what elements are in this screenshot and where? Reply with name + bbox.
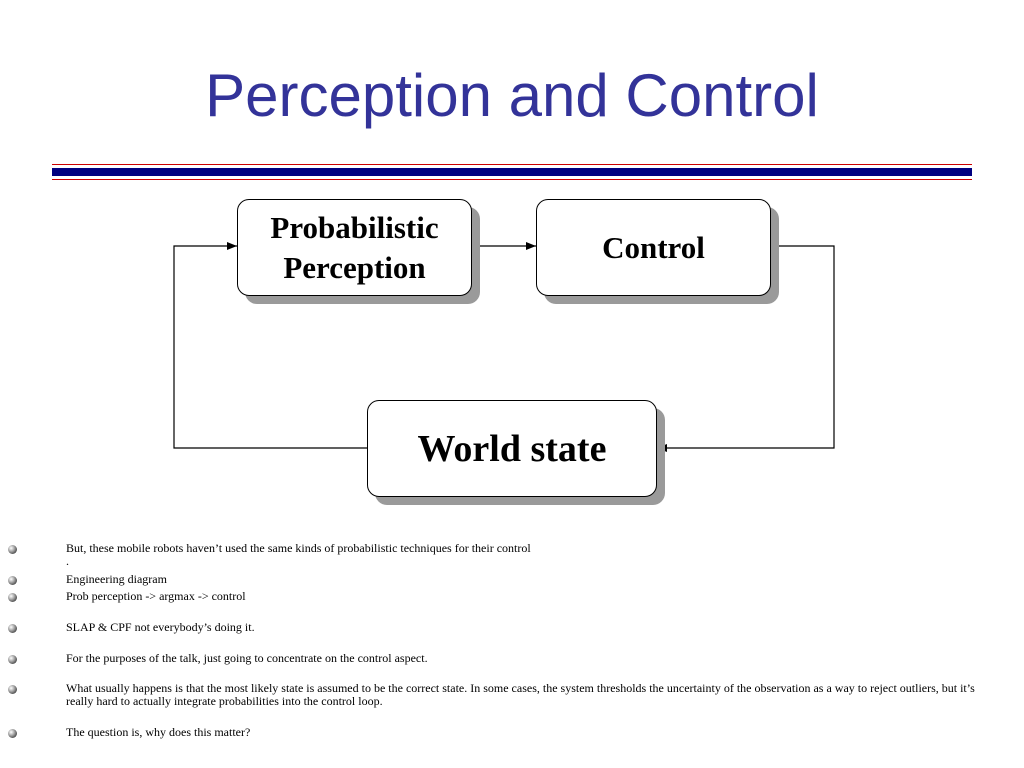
- bullet-icon: [8, 545, 17, 554]
- bullet-icon: [8, 655, 17, 664]
- title-rule-red-bottom: [52, 179, 972, 180]
- control-box: Control: [536, 199, 771, 296]
- bullet-text: Prob perception -> argmax -> control: [66, 589, 246, 603]
- title-rule-blue: [52, 168, 972, 176]
- bullet-text: SLAP & CPF not everybody’s doing it.: [66, 620, 255, 634]
- slide-title: Perception and Control: [205, 62, 819, 129]
- world-state-box: World state: [367, 400, 657, 497]
- bullet-icon: [8, 624, 17, 633]
- bullet-icon: [8, 729, 17, 738]
- bullet-text: But, these mobile robots haven’t used th…: [66, 541, 531, 568]
- bullet-text: What usually happens is that the most li…: [66, 681, 975, 708]
- bullet-text: The question is, why does this matter?: [66, 725, 251, 739]
- arrow-world-to-perception: [173, 242, 367, 449]
- bullet-icon: [8, 593, 17, 602]
- bullet-icon: [8, 576, 17, 585]
- world-state-label: World state: [417, 427, 607, 470]
- arrow-control-to-world: [657, 245, 835, 452]
- title-rule-red-top: [52, 164, 972, 165]
- bullet-icon: [8, 685, 17, 694]
- probabilistic-perception-label: Probabilistic Perception: [270, 209, 439, 285]
- bullet-text: For the purposes of the talk, just going…: [66, 651, 428, 665]
- bullet-text: Engineering diagram: [66, 572, 167, 586]
- probabilistic-perception-box: Probabilistic Perception: [237, 199, 472, 296]
- control-label: Control: [602, 229, 705, 265]
